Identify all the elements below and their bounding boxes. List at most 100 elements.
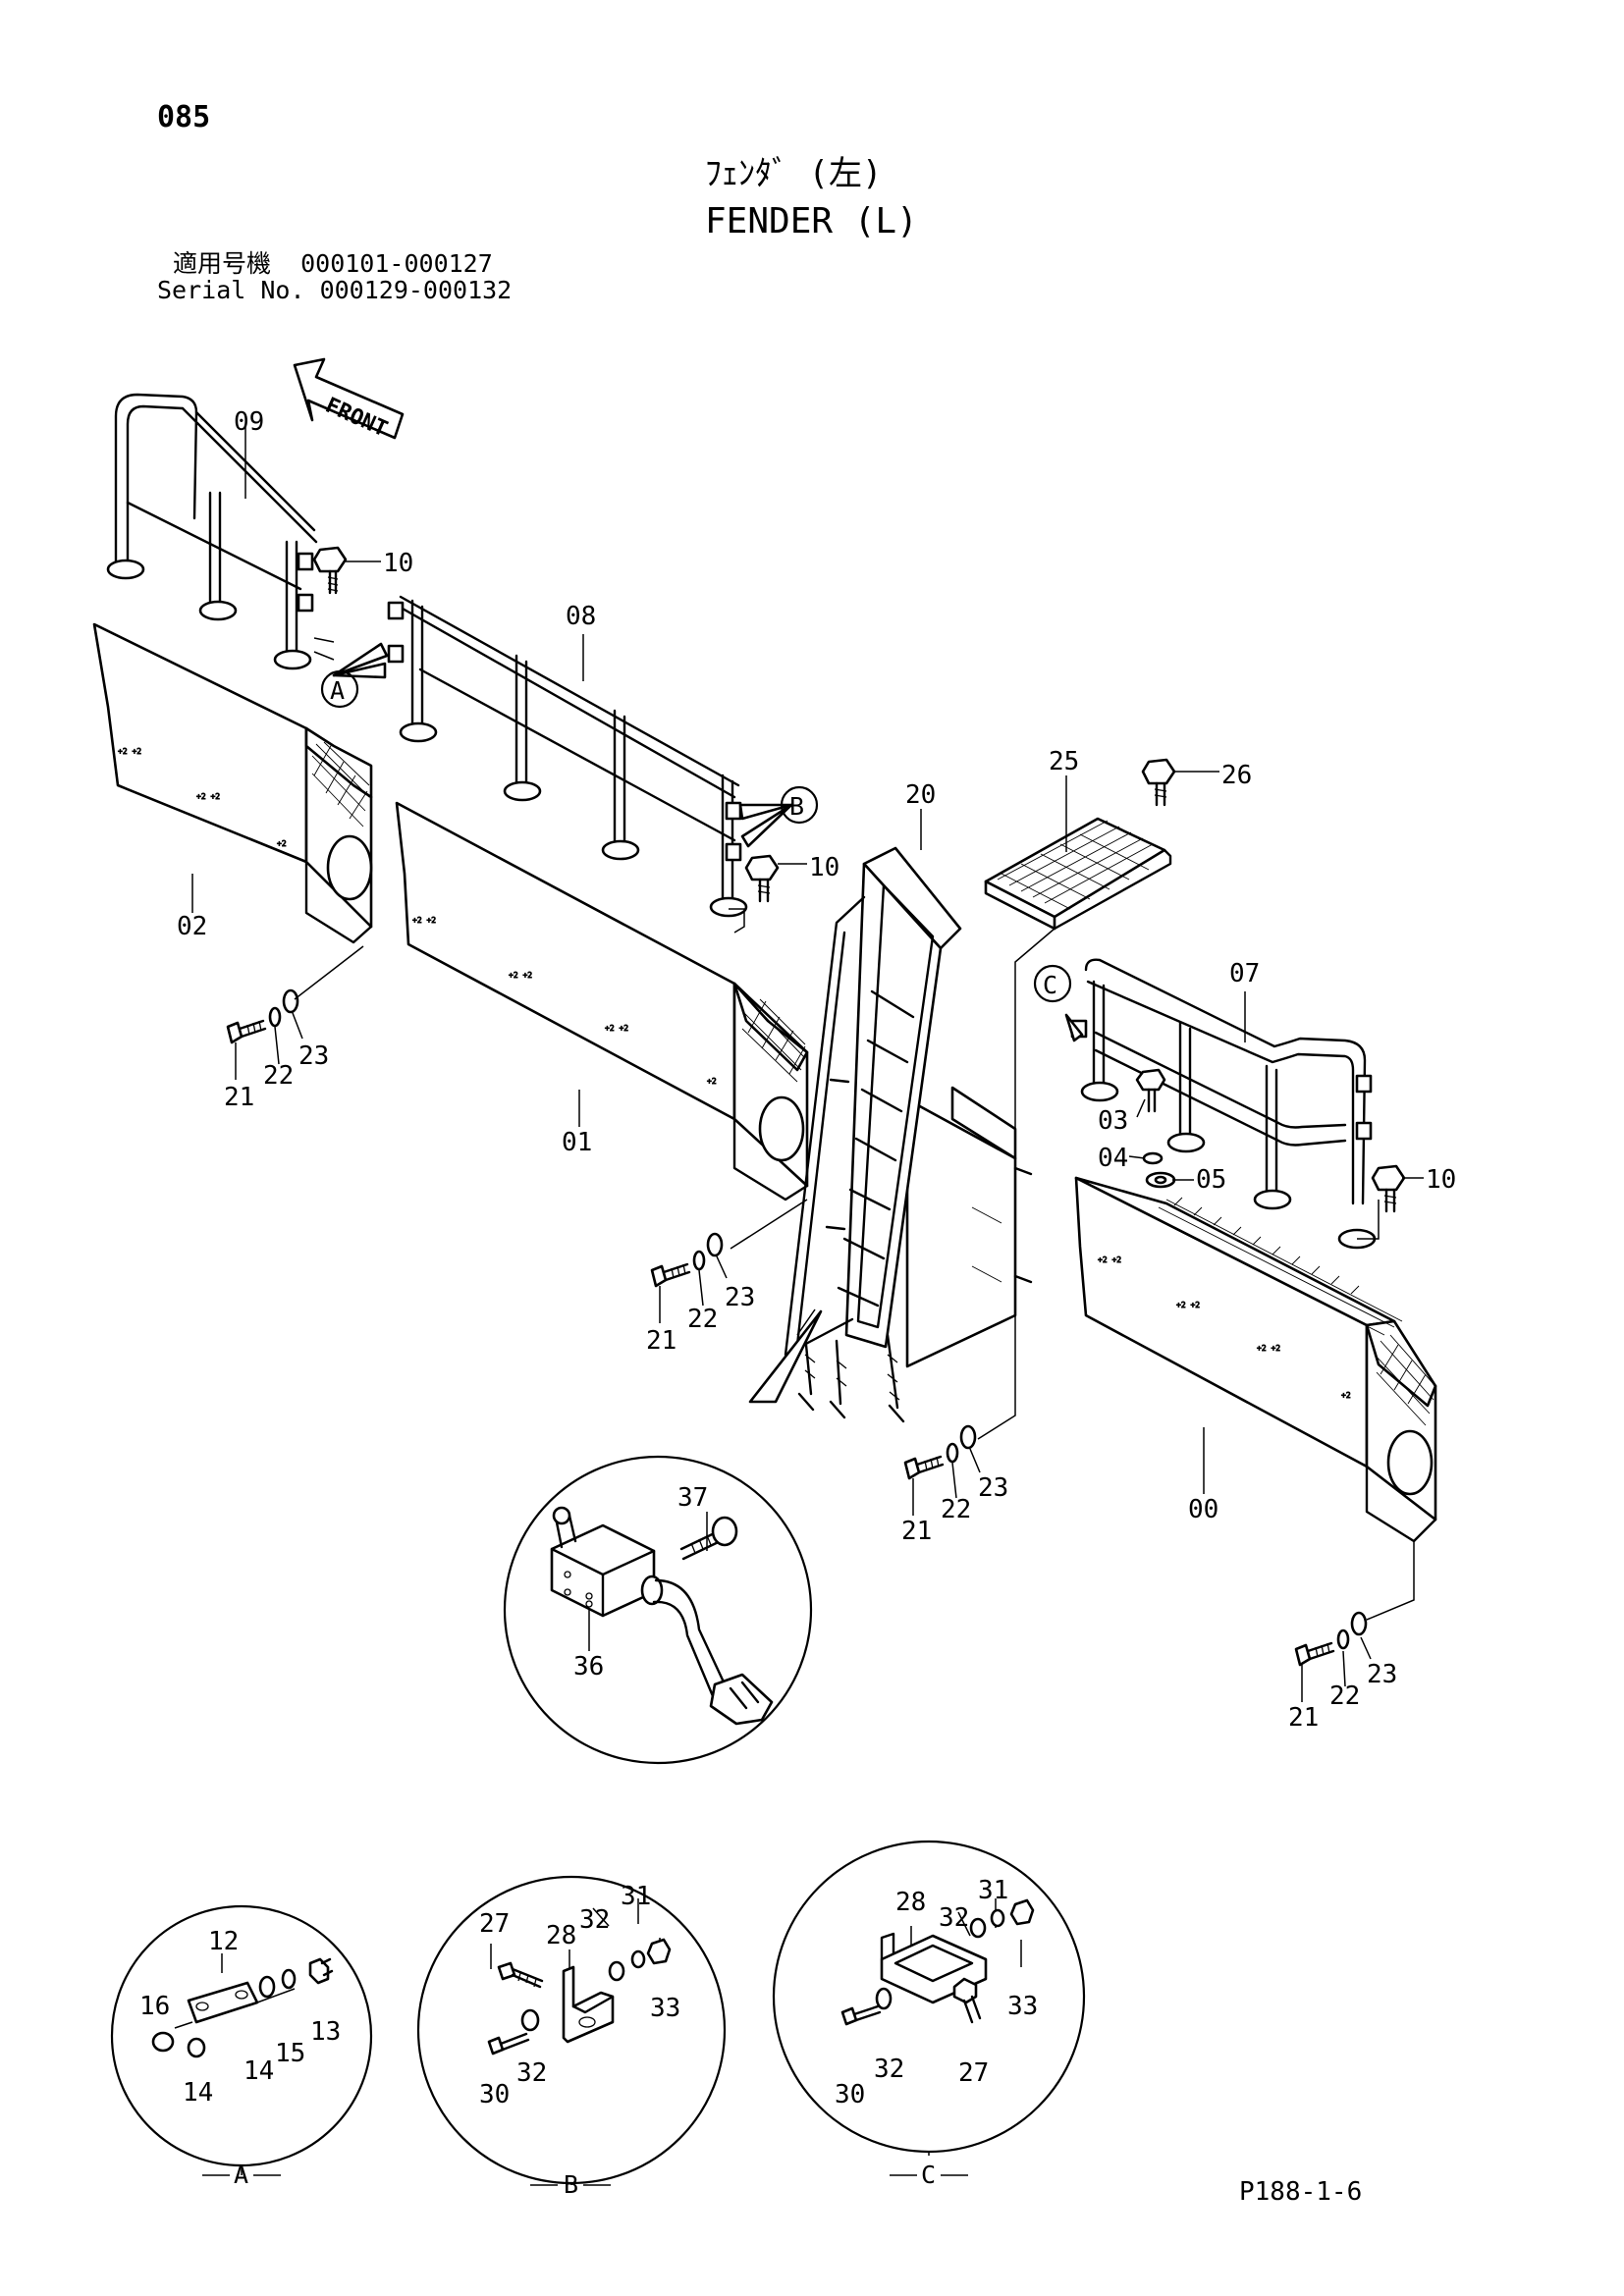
part-label-13: 13 xyxy=(310,2017,341,2047)
svg-text:+2 +2: +2 +2 xyxy=(509,971,532,980)
part-label-14-b: 14 xyxy=(244,2056,274,2086)
part-label-21-a: 21 xyxy=(224,1083,254,1112)
part-label-28-b: 28 xyxy=(895,1888,926,1917)
part-label-02: 02 xyxy=(177,912,207,941)
part-label-28-a: 28 xyxy=(546,1921,576,1950)
detail-circle-c xyxy=(772,1840,1086,2156)
part-label-15: 15 xyxy=(275,2039,305,2068)
bolt-03-washers xyxy=(1135,1068,1176,1189)
part-label-27-b: 27 xyxy=(958,2058,989,2088)
part-label-22-b: 22 xyxy=(687,1305,718,1334)
fastener-set-a xyxy=(226,988,299,1044)
svg-text:+2: +2 xyxy=(707,1077,717,1086)
part-label-31-b: 31 xyxy=(978,1876,1008,1905)
part-label-01: 01 xyxy=(562,1128,592,1157)
part-label-22-c: 22 xyxy=(941,1495,971,1524)
title-japanese: ﾌｪﾝﾀﾞ (左) xyxy=(705,154,883,193)
fender-panel-00: +2 +2 +2 +2 +2 +2 +2 xyxy=(1074,1176,1437,1543)
part-label-14-a: 14 xyxy=(183,2078,213,2108)
serial-number-line: Serial No. 000129-000132 xyxy=(157,276,513,304)
ladder-support-frame xyxy=(905,1086,1033,1368)
part-label-21-c: 21 xyxy=(901,1517,932,1546)
part-label-10-b: 10 xyxy=(809,853,839,882)
svg-text:+2: +2 xyxy=(1341,1391,1351,1400)
part-label-09: 09 xyxy=(234,407,264,437)
part-label-26: 26 xyxy=(1221,761,1252,790)
part-label-21-b: 21 xyxy=(646,1326,677,1356)
handrail-07 xyxy=(1070,958,1377,1250)
document-code: P188-1-6 xyxy=(1239,2177,1363,2207)
part-label-33-a: 33 xyxy=(650,1994,680,2023)
part-label-27-a: 27 xyxy=(479,1909,510,1939)
serial-applicable-line: 適用号機 000101-000127 xyxy=(173,249,493,278)
part-label-30-b: 30 xyxy=(835,2080,865,2109)
part-label-32-b: 32 xyxy=(516,2058,547,2088)
part-label-00: 00 xyxy=(1188,1495,1218,1524)
part-label-36: 36 xyxy=(573,1652,604,1682)
part-label-33-b: 33 xyxy=(1007,1992,1038,2021)
part-label-32-d: 32 xyxy=(874,2055,904,2084)
svg-text:+2 +2: +2 +2 xyxy=(118,747,141,756)
part-label-37: 37 xyxy=(677,1483,708,1513)
svg-text:+2 +2: +2 +2 xyxy=(196,792,220,801)
detail-marker-b: B xyxy=(780,785,819,825)
part-label-20: 20 xyxy=(905,780,936,810)
front-direction-arrow: FRONT xyxy=(293,357,405,442)
fender-panel-01: +2 +2 +2 +2 +2 +2 +2 xyxy=(395,801,809,1201)
part-label-32-c: 32 xyxy=(939,1903,969,1933)
part-label-30-a: 30 xyxy=(479,2080,510,2109)
part-label-21-d: 21 xyxy=(1288,1703,1319,1733)
part-label-16: 16 xyxy=(139,1992,170,2021)
fender-panel-02: +2 +2 +2 +2 +2 xyxy=(92,622,373,944)
page-number: 085 xyxy=(157,100,211,134)
part-label-23-d: 23 xyxy=(1367,1660,1397,1689)
part-label-23-a: 23 xyxy=(298,1041,329,1071)
step-grating-25 xyxy=(984,817,1172,931)
detail-marker-a: A xyxy=(320,669,359,709)
detail-label-a: A xyxy=(234,2161,248,2189)
svg-text:A: A xyxy=(330,676,345,705)
part-label-03: 03 xyxy=(1098,1106,1128,1136)
svg-text:+2 +2: +2 +2 xyxy=(1257,1344,1280,1353)
svg-text:+2 +2: +2 +2 xyxy=(412,916,436,925)
part-label-08: 08 xyxy=(566,602,596,631)
ladder-20 xyxy=(784,846,962,1423)
part-label-12: 12 xyxy=(208,1927,239,1956)
switch-detail-circle xyxy=(503,1455,813,1765)
part-label-10-c: 10 xyxy=(1426,1165,1456,1195)
svg-text:+2 +2: +2 +2 xyxy=(1176,1301,1200,1309)
part-label-22-d: 22 xyxy=(1329,1682,1360,1711)
svg-text:C: C xyxy=(1043,971,1057,999)
detail-arrows xyxy=(332,642,1084,1404)
detail-marker-c: C xyxy=(1033,964,1072,1003)
svg-text:B: B xyxy=(789,792,804,821)
part-label-05: 05 xyxy=(1196,1165,1226,1195)
bolt-26 xyxy=(1141,758,1176,807)
handrail-09 xyxy=(106,393,318,670)
bolt-10-a xyxy=(312,546,348,595)
detail-circle-b xyxy=(416,1875,727,2185)
part-label-25: 25 xyxy=(1049,747,1079,776)
svg-text:+2 +2: +2 +2 xyxy=(605,1024,628,1033)
part-label-22-a: 22 xyxy=(263,1061,294,1091)
part-label-07: 07 xyxy=(1229,959,1260,988)
svg-text:+2: +2 xyxy=(277,839,287,848)
detail-label-b: B xyxy=(564,2170,578,2199)
title-english: FENDER (L) xyxy=(705,201,918,241)
bolt-10-b xyxy=(744,854,780,903)
fastener-set-b xyxy=(650,1232,724,1288)
fastener-set-c xyxy=(903,1424,977,1480)
detail-circle-a xyxy=(110,1904,373,2175)
leader-lines xyxy=(191,424,1424,1973)
handrail-08 xyxy=(387,595,748,918)
fastener-set-d xyxy=(1294,1611,1368,1667)
part-label-23-b: 23 xyxy=(725,1283,755,1312)
part-label-32-a: 32 xyxy=(579,1905,610,1935)
part-label-04: 04 xyxy=(1098,1144,1128,1173)
part-label-23-c: 23 xyxy=(978,1473,1008,1503)
bolt-10-c xyxy=(1371,1164,1406,1213)
svg-text:+2 +2: +2 +2 xyxy=(1098,1255,1121,1264)
detail-label-c: C xyxy=(921,2161,936,2189)
part-label-10-a: 10 xyxy=(383,549,413,578)
